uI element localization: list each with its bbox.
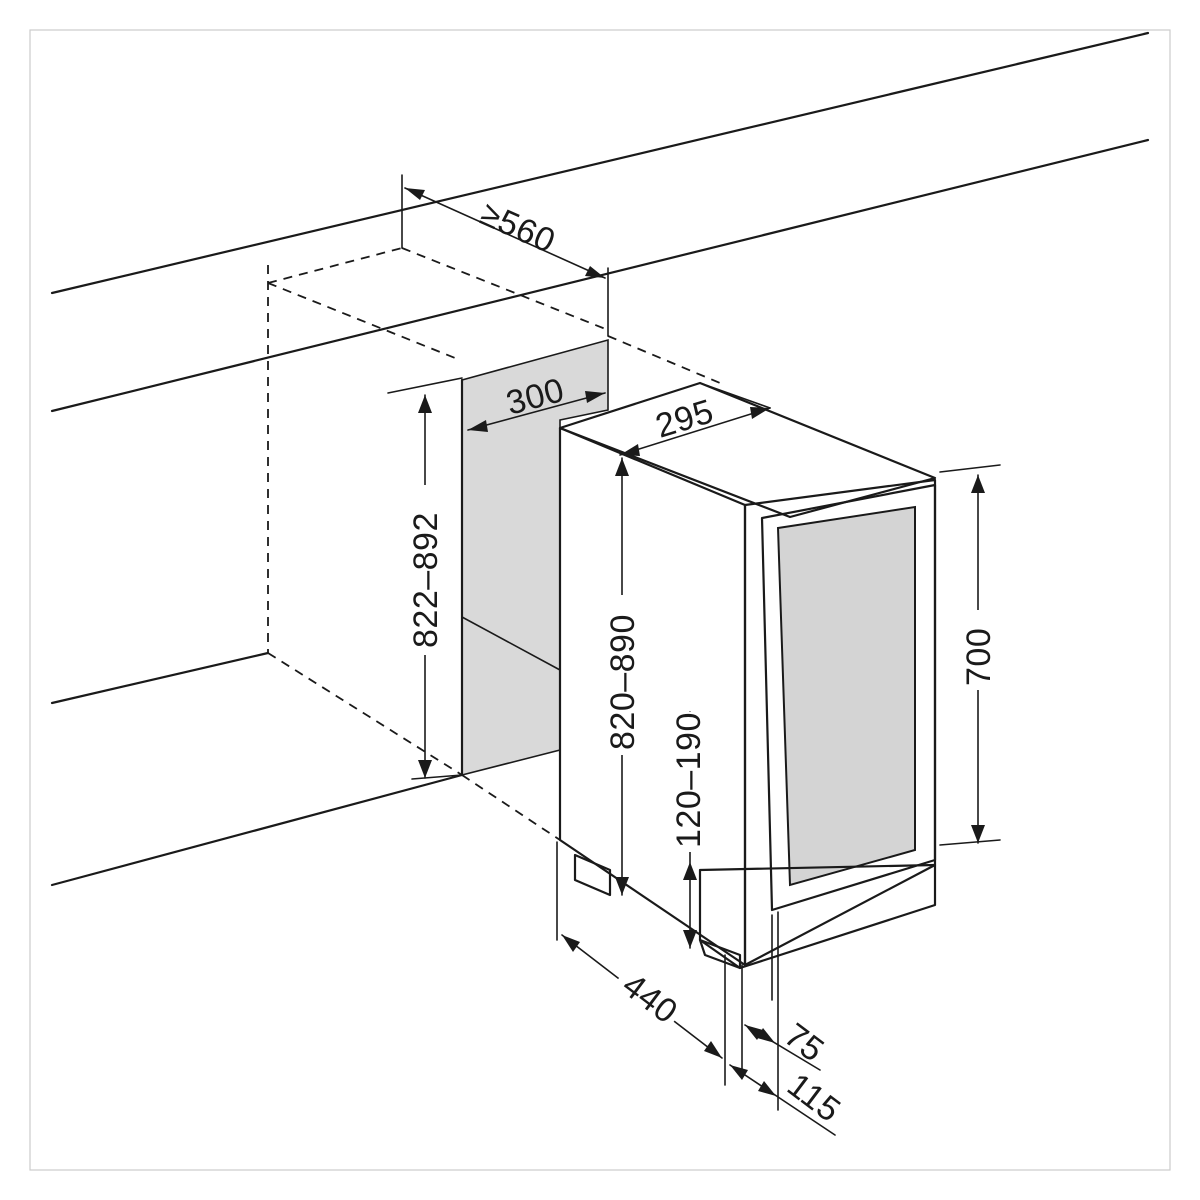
arrow (468, 420, 488, 432)
arrow (683, 862, 697, 880)
dim-115-line (729, 1064, 836, 1136)
arrow (615, 877, 629, 895)
label-mask (962, 610, 996, 690)
cabinet-kick-line (50, 651, 270, 705)
countertop-top-back-edge (50, 31, 1150, 295)
dim-door-offset-115: 115 (729, 911, 848, 1136)
dim-niche-height-ext-top (387, 377, 463, 394)
niche-top-left-depth (267, 247, 403, 284)
label-unit-height: 820–890 (604, 614, 642, 750)
label-niche-depth: ≥560 (475, 195, 561, 261)
cooler-plinth (698, 863, 937, 970)
arrow (585, 266, 605, 278)
dim-niche-depth: ≥560 (401, 174, 609, 337)
dim-unit-width-ext (699, 382, 771, 409)
arrow (683, 930, 697, 948)
label-mask (672, 712, 706, 852)
arrow (730, 1065, 748, 1080)
arrow (971, 825, 985, 843)
floor-line-left (50, 773, 464, 887)
dim-door-height: 700 (939, 464, 1001, 846)
dim-door-ext-bottom (939, 839, 1001, 846)
cabinet-base (50, 651, 464, 887)
arrow (704, 1041, 722, 1058)
label-niche-height: 822–892 (407, 512, 445, 648)
arrow (620, 444, 640, 456)
arrow (758, 1081, 776, 1096)
niche-bottom-left-line (267, 652, 463, 776)
cooler-top-face (558, 381, 937, 519)
cooler-foot-back (573, 853, 612, 897)
niche-top-right-line (607, 335, 721, 384)
niche-bottom-floor-line (461, 774, 561, 841)
dim-feet-height: 120–190 (670, 711, 708, 949)
arrow (418, 760, 432, 778)
arrow (405, 188, 425, 200)
arrow (585, 391, 605, 403)
niche-top-back-line (401, 247, 609, 331)
dim-unit-width: 295 (619, 382, 771, 456)
dim-unit-height: 820–890 (604, 457, 642, 896)
arrow (757, 1028, 775, 1043)
dim-door-ext-top (939, 464, 1001, 473)
dim-door-offset-75: 75 (741, 914, 831, 1071)
label-door-offset-large: 115 (780, 1066, 847, 1130)
dim-depth-line (404, 187, 606, 279)
cooler-door-glass (776, 505, 916, 887)
label-door-height: 700 (960, 628, 998, 686)
cooler-foot-front (698, 938, 742, 970)
label-mask (602, 956, 692, 1042)
dim-niche-height: 822–892 (387, 377, 463, 780)
label-feet-height: 120–190 (670, 712, 708, 848)
wine-cooler (558, 381, 937, 970)
label-unit-width: 295 (651, 392, 718, 445)
arrow (750, 407, 770, 419)
cooler-door-frame (760, 483, 937, 912)
dim-niche-height-ext-bottom (411, 774, 463, 780)
niche-hidden-lines (267, 247, 721, 841)
arrow (971, 475, 985, 493)
label-door-offset-small: 75 (777, 1016, 831, 1070)
niche-inner-floor-edge (461, 616, 561, 671)
niche-top-side-line (267, 282, 461, 361)
diagram-border (29, 29, 1171, 1171)
dim-width-line (467, 392, 606, 431)
arrow (562, 935, 580, 952)
arrow (615, 458, 629, 476)
arrow (418, 395, 432, 413)
label-mask (408, 485, 442, 655)
dim-unit-width-line (619, 407, 771, 456)
label-mask (605, 595, 639, 755)
